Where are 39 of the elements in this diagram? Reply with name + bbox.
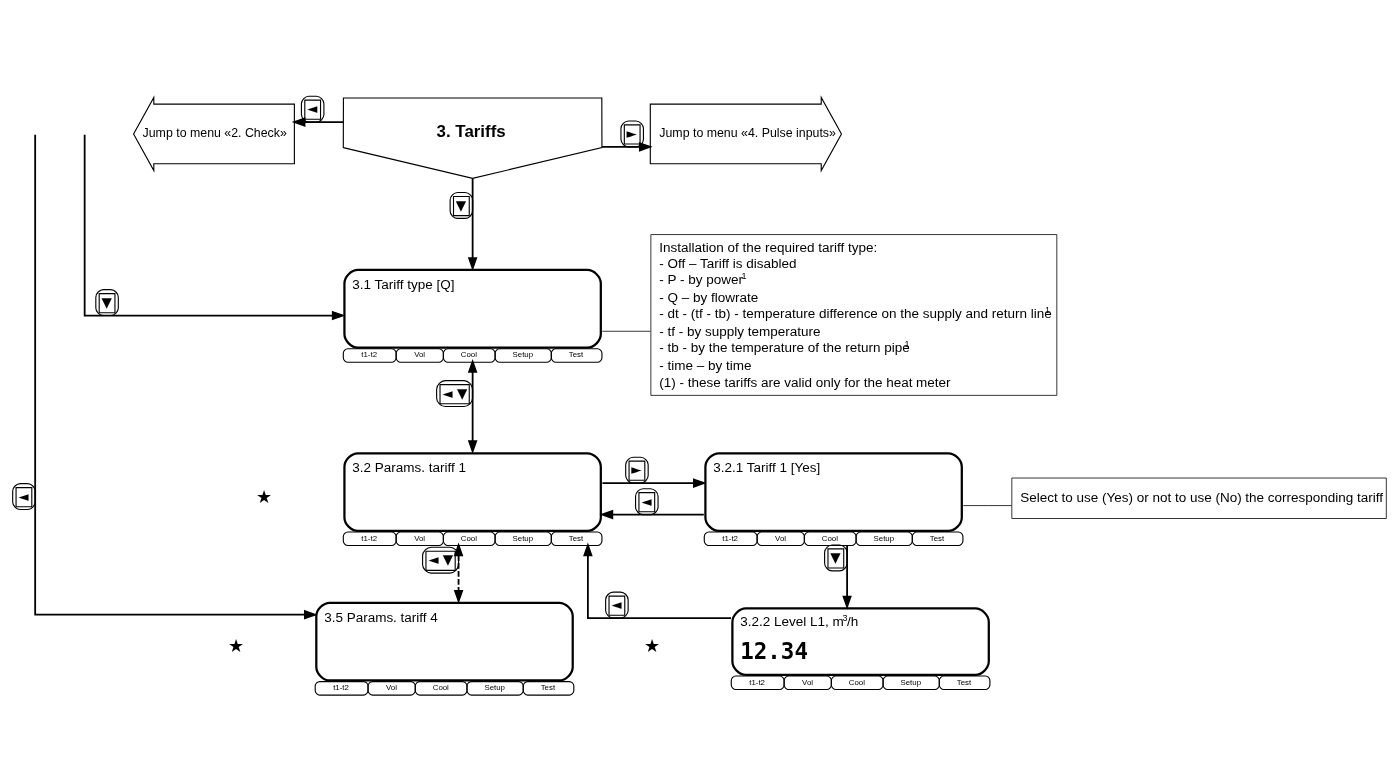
- node-label: Test: [568, 350, 584, 360]
- node-label: t1-t2: [333, 683, 349, 693]
- edge-label: ◄: [641, 492, 652, 509]
- node-label: Vol: [386, 683, 397, 693]
- node-label: Vol: [802, 677, 814, 687]
- edge-label: ◄ ▼: [428, 551, 454, 568]
- node-label: Cool: [460, 350, 477, 360]
- node-label: Setup: [873, 533, 895, 543]
- node-label: t1-t2: [722, 533, 739, 543]
- edge-label: ◄ ▼: [442, 384, 468, 401]
- edge-label: ◄: [611, 596, 622, 613]
- edge-label: ▼: [101, 293, 112, 310]
- node-label: Vol: [775, 533, 787, 543]
- node-label: Setup: [900, 677, 922, 687]
- node-label: Vol: [414, 533, 426, 543]
- edge-label: ◄: [18, 487, 29, 504]
- node-label: Test: [956, 677, 972, 687]
- label: ★: [644, 636, 661, 657]
- node-label: Cool: [821, 533, 838, 543]
- node-label: t1-t2: [361, 533, 378, 543]
- edge-label: ▼: [455, 196, 467, 213]
- node-label: Test: [540, 683, 556, 693]
- edge-label: ◄: [307, 100, 318, 117]
- node-label: Vol: [414, 350, 426, 360]
- node-label: Cool: [848, 677, 865, 687]
- label: ★: [228, 636, 245, 657]
- node-label: Setup: [512, 533, 534, 543]
- node-label: Setup: [512, 350, 534, 360]
- node-label: Cool: [460, 533, 477, 543]
- node-label: Cool: [432, 683, 449, 693]
- node-label: Test: [929, 533, 945, 543]
- node-label: t1-t2: [749, 677, 765, 687]
- edge-label: ▼: [830, 548, 841, 565]
- node-label: t1-t2: [361, 350, 378, 360]
- edge-label: ►: [631, 461, 642, 478]
- edge-label: ►: [626, 124, 637, 141]
- label: ★: [256, 486, 273, 507]
- node-label: Test: [568, 533, 584, 543]
- node-label: Setup: [484, 683, 505, 693]
